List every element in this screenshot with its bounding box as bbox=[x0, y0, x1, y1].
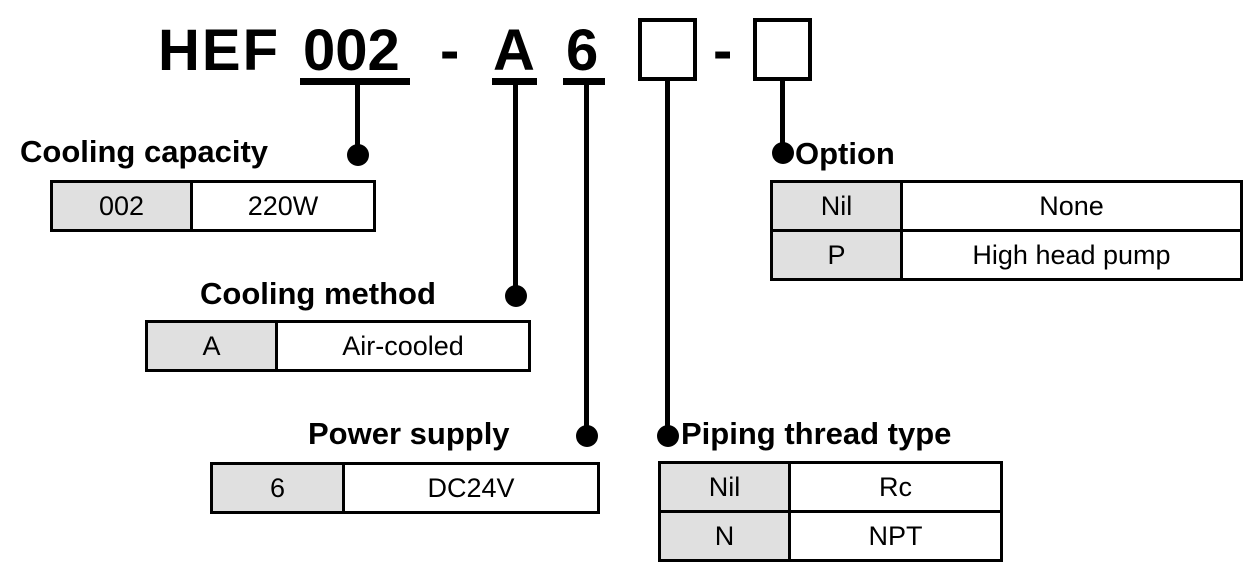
model-segment-box-option[interactable] bbox=[753, 18, 812, 81]
table-row: Nil None bbox=[770, 180, 1243, 232]
model-segment-box-piping-thread-type[interactable] bbox=[638, 18, 697, 81]
group-label-cooling-capacity: Cooling capacity bbox=[20, 134, 269, 169]
model-separator-dash-1: - bbox=[440, 18, 460, 83]
leader-dot-power-supply bbox=[576, 425, 598, 447]
leader-line-power-supply bbox=[584, 81, 589, 437]
table-row: A Air-cooled bbox=[145, 320, 531, 372]
table-row: 002 220W bbox=[50, 180, 376, 232]
table-row: N NPT bbox=[658, 510, 1003, 562]
model-segment-power-supply: 6 bbox=[566, 18, 599, 83]
group-label-option: Option bbox=[795, 136, 895, 171]
table-row: P High head pump bbox=[770, 229, 1243, 281]
table-row: Nil Rc bbox=[658, 461, 1003, 513]
leader-line-piping-thread-type bbox=[665, 81, 670, 437]
cell-description: NPT bbox=[788, 510, 1003, 562]
cell-code: 002 bbox=[50, 180, 193, 232]
cell-description: Rc bbox=[788, 461, 1003, 513]
leader-dot-cooling-capacity bbox=[347, 144, 369, 166]
cell-code: N bbox=[658, 510, 791, 562]
cell-description: DC24V bbox=[342, 462, 600, 514]
group-label-power-supply: Power supply bbox=[308, 416, 510, 451]
option-table-cooling-capacity: 002 220W bbox=[50, 180, 376, 232]
option-table-option: Nil None P High head pump bbox=[770, 180, 1243, 281]
group-label-cooling-method: Cooling method bbox=[200, 276, 436, 311]
leader-line-option bbox=[780, 81, 785, 153]
cell-description: None bbox=[900, 180, 1243, 232]
option-table-cooling-method: A Air-cooled bbox=[145, 320, 531, 372]
model-prefix: HEF bbox=[158, 18, 280, 83]
cell-description: Air-cooled bbox=[275, 320, 531, 372]
cell-code: Nil bbox=[770, 180, 903, 232]
cell-code: P bbox=[770, 229, 903, 281]
cell-code: 6 bbox=[210, 462, 345, 514]
leader-line-cooling-method bbox=[513, 81, 518, 297]
cell-code: A bbox=[145, 320, 278, 372]
leader-dot-cooling-method bbox=[505, 285, 527, 307]
cell-code: Nil bbox=[658, 461, 791, 513]
model-segment-cooling-capacity: 002 bbox=[303, 18, 400, 83]
group-label-piping-thread-type: Piping thread type bbox=[681, 416, 952, 451]
table-row: 6 DC24V bbox=[210, 462, 600, 514]
model-segment-cooling-method: A bbox=[493, 18, 535, 83]
option-table-power-supply: 6 DC24V bbox=[210, 462, 600, 514]
cell-description: High head pump bbox=[900, 229, 1243, 281]
leader-line-cooling-capacity bbox=[355, 81, 360, 156]
leader-dot-piping-thread-type bbox=[657, 425, 679, 447]
model-separator-dash-2: - bbox=[713, 18, 733, 83]
cell-description: 220W bbox=[190, 180, 376, 232]
option-table-piping-thread-type: Nil Rc N NPT bbox=[658, 461, 1003, 562]
leader-dot-option bbox=[772, 142, 794, 164]
